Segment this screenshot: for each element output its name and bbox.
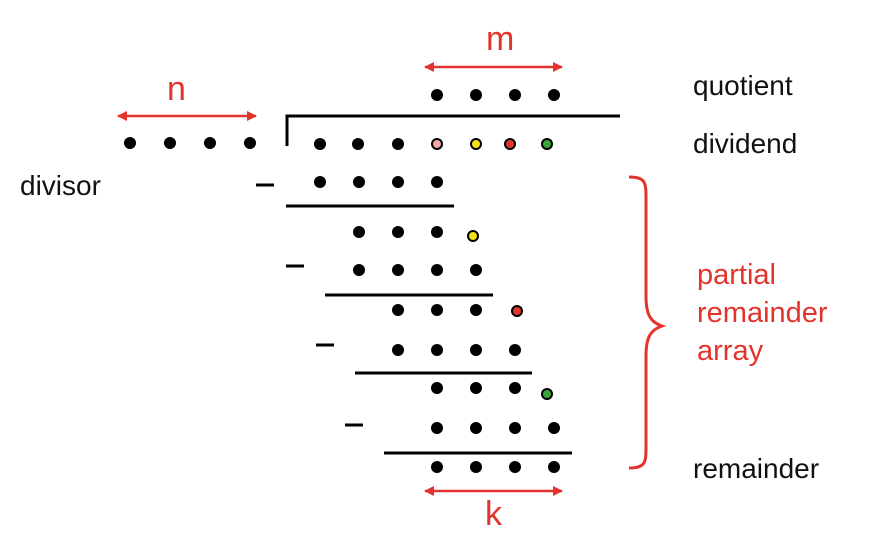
divisor-bit bbox=[124, 137, 136, 149]
subtrahend-bit bbox=[353, 176, 365, 188]
divisor-bit bbox=[204, 137, 216, 149]
partial-remainder-line-1: partial bbox=[697, 259, 776, 291]
dividend-bit-pink bbox=[431, 138, 443, 150]
subtrahend-bit bbox=[509, 422, 521, 434]
quotient-bit bbox=[470, 89, 482, 101]
subtrahend-bit bbox=[392, 264, 404, 276]
dividend-bit bbox=[314, 138, 326, 150]
partial-remainder-row-2 bbox=[392, 304, 523, 317]
partial-remainder-bit bbox=[431, 226, 443, 238]
n-label: n bbox=[167, 70, 186, 108]
divisor-bit bbox=[244, 137, 256, 149]
partial-remainder-line-2: remainder bbox=[697, 297, 828, 329]
dividend-label: dividend bbox=[693, 128, 798, 159]
subtrahend-bit bbox=[314, 176, 326, 188]
quotient-bit bbox=[431, 89, 443, 101]
quotient-dots bbox=[431, 89, 560, 101]
subtrahend-row-4 bbox=[431, 422, 560, 434]
remainder-dots bbox=[431, 461, 560, 473]
divisor-label: divisor bbox=[20, 170, 101, 201]
brought-down-bit-green bbox=[541, 388, 553, 400]
partial-remainder-bit bbox=[470, 304, 482, 316]
divisor-dots bbox=[124, 137, 256, 149]
subtrahend-bit bbox=[470, 264, 482, 276]
dividend-bit-green bbox=[541, 138, 553, 150]
partial-remainder-bit bbox=[353, 226, 365, 238]
remainder-bit bbox=[431, 461, 443, 473]
partial-remainder-bit bbox=[431, 382, 443, 394]
subtrahend-bit bbox=[431, 422, 443, 434]
dividend-bit-red bbox=[504, 138, 516, 150]
division-bracket bbox=[285, 114, 620, 146]
subtrahend-row-3 bbox=[392, 344, 521, 356]
subtrahend-row-1 bbox=[314, 176, 443, 188]
remainder-bit bbox=[470, 461, 482, 473]
partial-remainder-bit bbox=[392, 226, 404, 238]
partial-remainder-brace bbox=[628, 175, 667, 470]
remainder-label: remainder bbox=[693, 453, 820, 484]
remainder-bit bbox=[548, 461, 560, 473]
divisor-bit bbox=[164, 137, 176, 149]
subtrahend-bit bbox=[392, 176, 404, 188]
subtrahend-bit bbox=[353, 264, 365, 276]
subtrahend-bit bbox=[431, 344, 443, 356]
dividend-bit bbox=[392, 138, 404, 150]
subtrahend-bit bbox=[470, 422, 482, 434]
quotient-bit bbox=[509, 89, 521, 101]
partial-remainder-bit bbox=[431, 304, 443, 316]
brought-down-bit-yellow bbox=[467, 230, 479, 242]
partial-remainder-bit bbox=[509, 382, 521, 394]
m-label: m bbox=[486, 20, 515, 58]
partial-remainder-label: partial remainder array bbox=[697, 256, 828, 370]
remainder-bit bbox=[509, 461, 521, 473]
dividend-bit bbox=[352, 138, 364, 150]
subtrahend-bit bbox=[431, 264, 443, 276]
subtrahend-bit bbox=[392, 344, 404, 356]
quotient-bit bbox=[548, 89, 560, 101]
partial-remainder-row-3 bbox=[431, 382, 553, 400]
brought-down-bit-red bbox=[511, 305, 523, 317]
k-label: k bbox=[485, 495, 502, 533]
partial-remainder-bit bbox=[470, 382, 482, 394]
dividend-dots bbox=[314, 138, 553, 150]
partial-remainder-bit bbox=[392, 304, 404, 316]
subtrahend-bit bbox=[431, 176, 443, 188]
subtrahend-bit bbox=[470, 344, 482, 356]
partial-remainder-row-1 bbox=[353, 226, 479, 242]
subtrahend-row-2 bbox=[353, 264, 482, 276]
subtrahend-bit bbox=[509, 344, 521, 356]
partial-remainder-line-3: array bbox=[697, 335, 764, 367]
dividend-bit-yellow bbox=[470, 138, 482, 150]
quotient-label: quotient bbox=[693, 70, 793, 101]
subtrahend-bit bbox=[548, 422, 560, 434]
